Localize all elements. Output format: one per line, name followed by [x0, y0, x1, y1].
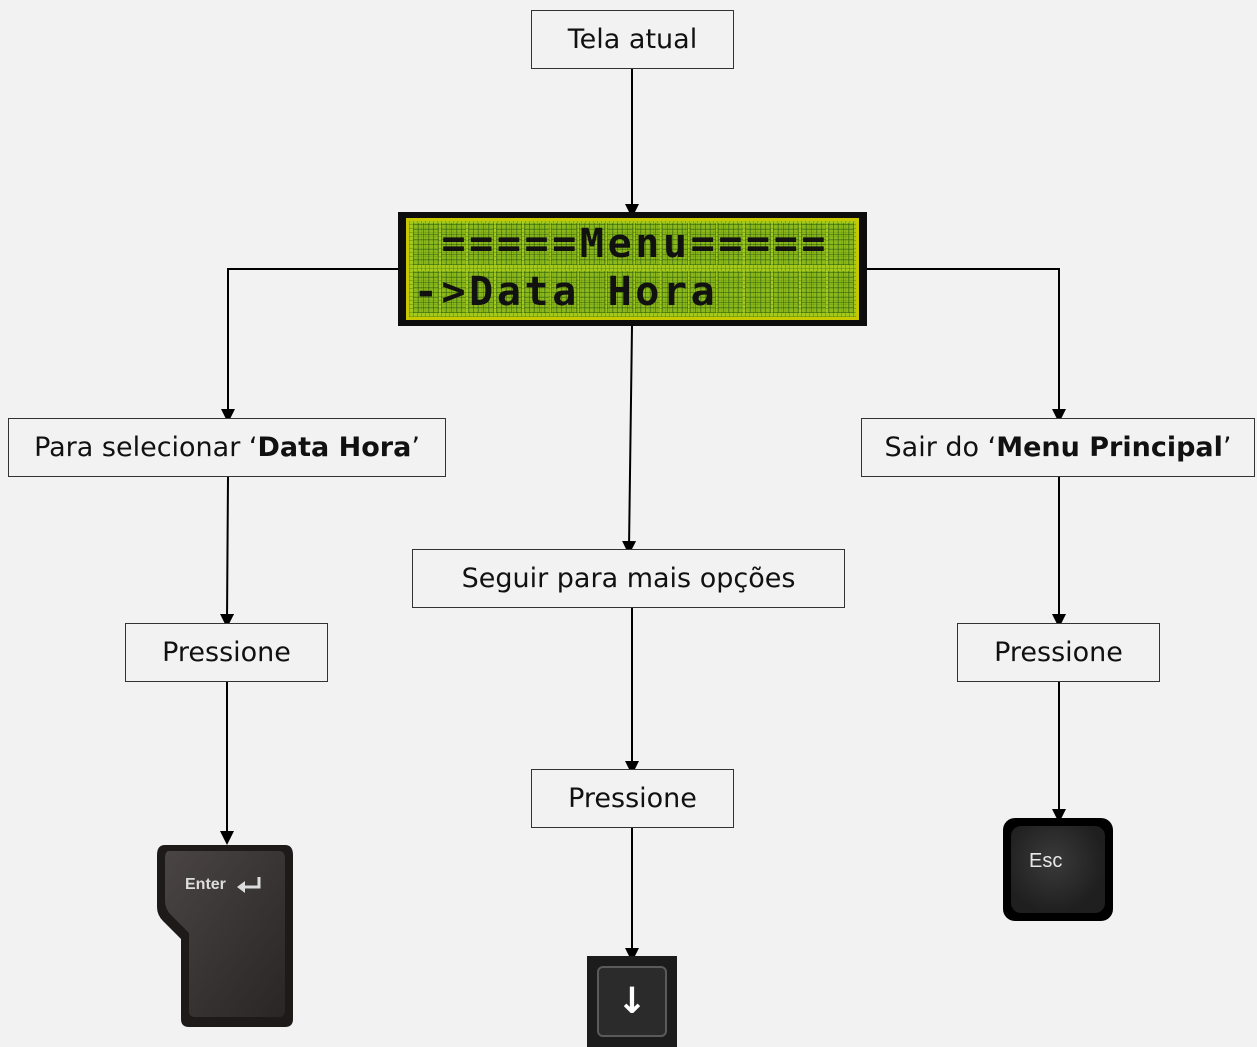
lcd-char: = [772, 223, 799, 265]
node-press-right-label: Pressione [994, 637, 1123, 668]
node-more-options: Seguir para mais opções [412, 549, 845, 608]
lcd-char: H [606, 271, 633, 313]
select-text-post: ’ [411, 432, 420, 463]
down-arrow-key-label: ↓ [616, 981, 648, 1022]
lcd-char: a [496, 271, 522, 313]
arrow-lcd-to-center [622, 325, 637, 555]
arrow-lcd-to-right [867, 268, 1066, 423]
lcd-char: = [745, 223, 771, 265]
lcd-char: a [689, 271, 716, 313]
lcd-char: r [662, 271, 688, 313]
lcd-char: - [413, 271, 439, 313]
node-press-right: Pressione [957, 623, 1160, 682]
lcd-char: o [634, 271, 661, 313]
lcd-char: = [523, 223, 550, 265]
lcd-char [579, 271, 605, 313]
node-exit-main-menu: Sair do ‘Menu Principal’ [861, 418, 1255, 477]
esc-key-label: Esc [1029, 850, 1063, 872]
lcd-char: n [634, 223, 661, 265]
enter-key-label: Enter [185, 876, 226, 893]
enter-key-icon: Enter [153, 843, 295, 1029]
lcd-char [717, 271, 744, 313]
exit-text-pre: Sair do ‘ [884, 432, 997, 463]
lcd-char: = [800, 223, 827, 265]
node-more-options-label: Seguir para mais opções [461, 563, 796, 594]
lcd-char: = [717, 223, 744, 265]
lcd-char: = [468, 223, 495, 265]
lcd-char: = [551, 223, 578, 265]
lcd-char: = [689, 223, 716, 265]
node-current-screen-label: Tela atual [567, 24, 698, 55]
lcd-char: > [440, 271, 467, 313]
lcd-char: D [468, 271, 495, 313]
esc-key-icon: Esc [1003, 818, 1113, 921]
lcd-char [800, 271, 827, 313]
node-press-left-label: Pressione [162, 637, 291, 668]
lcd-char [828, 271, 854, 313]
lcd-char: = [496, 223, 522, 265]
lcd-char: M [579, 223, 605, 265]
lcd-char: a [551, 271, 578, 313]
arrow-lcd-to-left [221, 268, 398, 423]
select-text-pre: Para selecionar ‘ [34, 432, 258, 463]
node-press-center-label: Pressione [568, 783, 697, 814]
down-arrow-key-icon: ↓ [587, 956, 677, 1047]
lcd-char [772, 271, 799, 313]
arrow-left-to-press [220, 476, 235, 628]
select-text-bold: Data Hora [257, 432, 412, 463]
lcd-char: t [523, 271, 550, 313]
lcd-char [828, 223, 854, 265]
node-select-data-hora: Para selecionar ‘Data Hora’ [8, 418, 446, 477]
node-press-center: Pressione [531, 769, 734, 828]
lcd-char: e [606, 223, 633, 265]
lcd-char: = [440, 223, 467, 265]
lcd-char: u [662, 223, 688, 265]
node-current-screen: Tela atual [531, 10, 734, 69]
node-press-left: Pressione [125, 623, 328, 682]
lcd-char [745, 271, 771, 313]
lcd-char [413, 223, 439, 265]
exit-text-bold: Menu Principal [996, 432, 1223, 463]
exit-text-post: ’ [1222, 432, 1232, 463]
